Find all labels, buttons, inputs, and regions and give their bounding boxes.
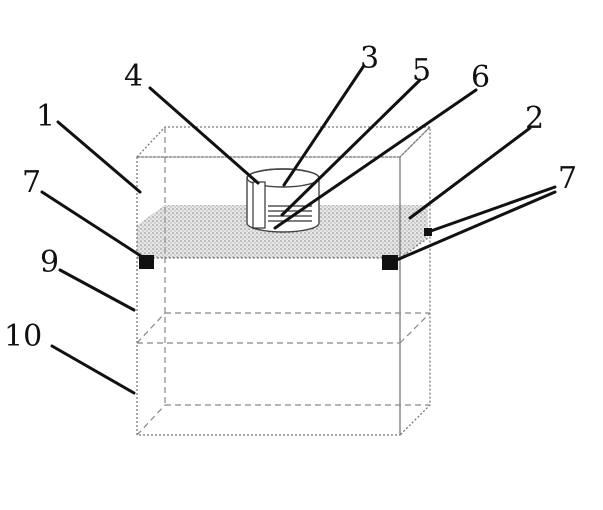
leader-lines (40, 65, 557, 395)
leader-10 (50, 344, 136, 395)
sensor-right (382, 255, 398, 270)
leader-7-right-b (390, 190, 557, 264)
leader-3 (282, 65, 365, 187)
leader-5 (280, 78, 422, 217)
label-7-right: 7 (558, 161, 577, 196)
leader-9 (58, 268, 136, 312)
label-7-left: 7 (22, 165, 41, 200)
leader-4 (148, 86, 260, 185)
leader-1 (56, 120, 142, 194)
label-3: 3 (360, 41, 379, 76)
division-layers (136, 237, 431, 344)
leader-2 (408, 126, 532, 220)
label-5: 5 (412, 53, 431, 88)
label-10: 10 (4, 319, 42, 354)
stippled-layer (137, 205, 428, 258)
label-4: 4 (124, 59, 143, 94)
leader-7-left (40, 190, 146, 260)
label-6: 6 (471, 60, 490, 95)
container-box (135, 125, 432, 437)
label-2: 2 (525, 101, 544, 136)
label-1: 1 (36, 99, 55, 134)
leader-7-right-a (426, 185, 557, 234)
leader-6 (273, 88, 478, 230)
label-9: 9 (40, 245, 59, 280)
